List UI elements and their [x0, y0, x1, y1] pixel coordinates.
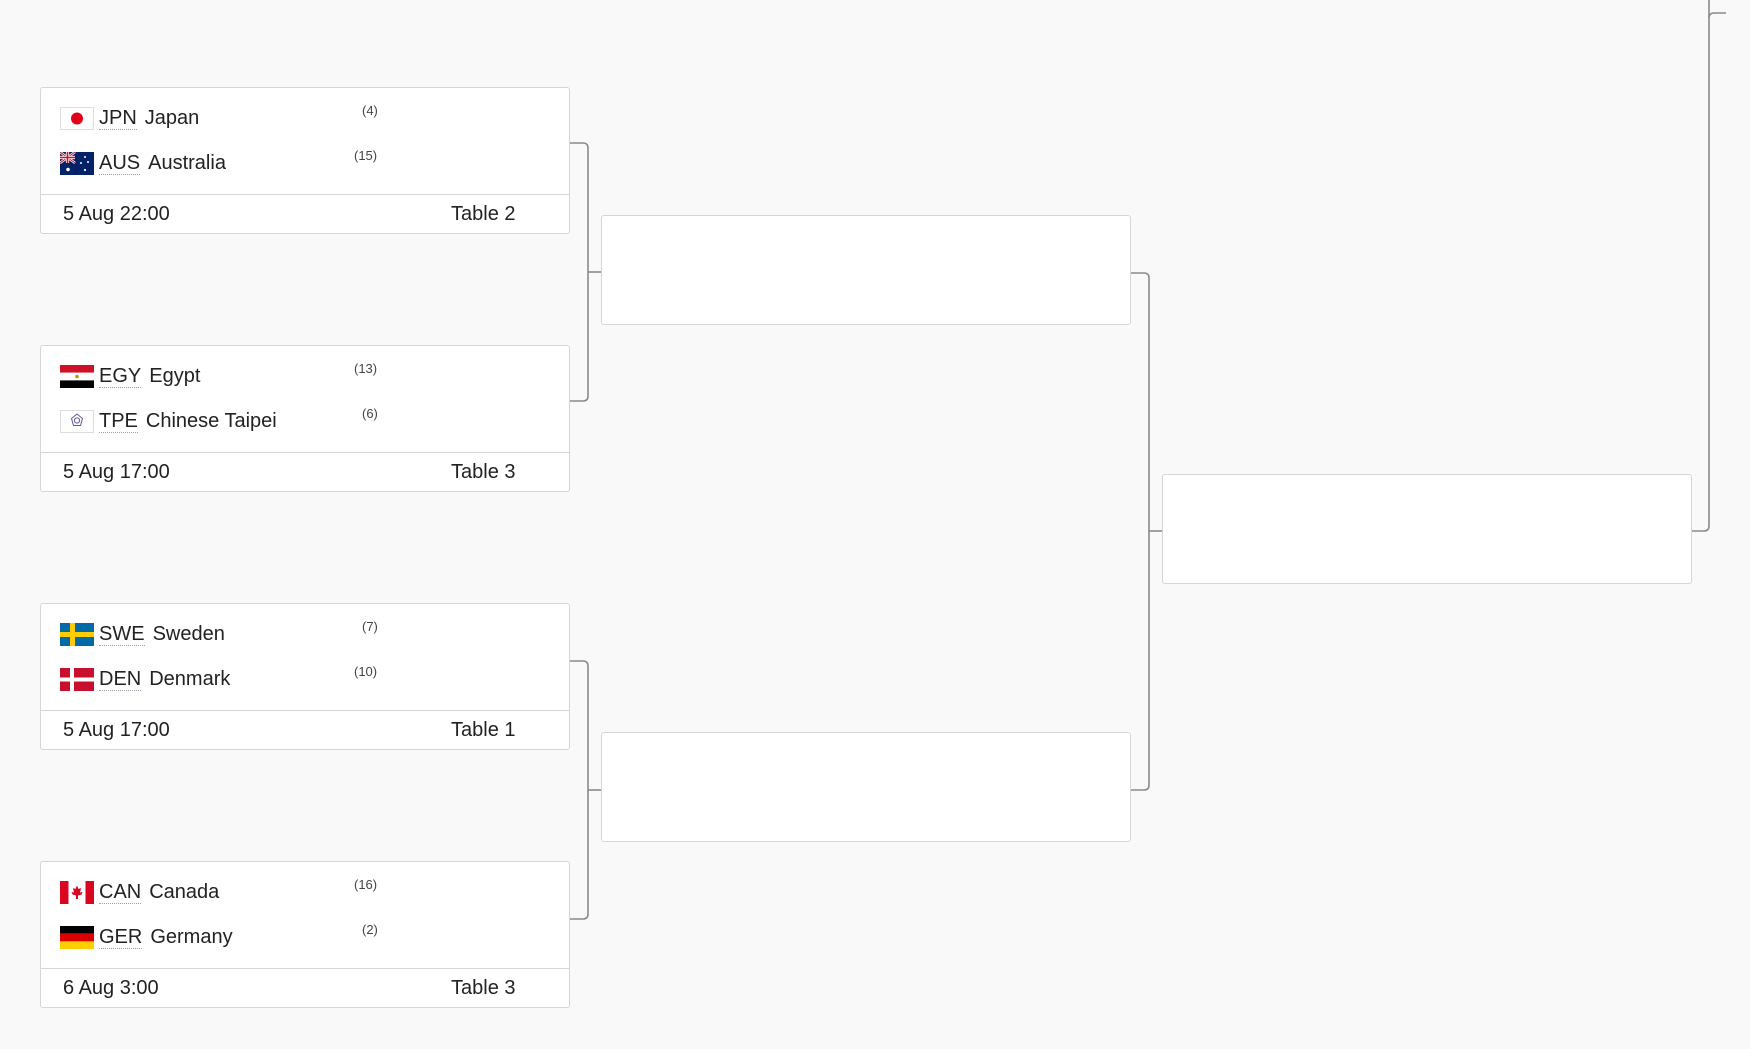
- match-table: Table 2: [451, 203, 516, 225]
- match-table: Table 1: [451, 719, 516, 741]
- match-time: 6 Aug 3:00: [63, 977, 159, 999]
- connector-r1-top: [570, 142, 589, 402]
- match-card-1[interactable]: JPN Japan (4): [40, 87, 570, 234]
- team-seed: (4): [362, 103, 378, 118]
- connector-r1-bottom: [570, 660, 589, 920]
- match-teams: SWE Sweden (7) DEN Denmark (10): [40, 603, 570, 711]
- team-seed: (16): [354, 877, 378, 892]
- team-code[interactable]: CAN: [99, 880, 142, 904]
- match-time: 5 Aug 17:00: [63, 461, 170, 483]
- team-name: Sweden: [152, 623, 225, 645]
- team-name: Egypt: [149, 365, 201, 387]
- team-name: Japan: [144, 107, 200, 129]
- team-seed: (10): [354, 664, 378, 679]
- team-code[interactable]: SWE: [99, 622, 145, 646]
- team-code[interactable]: JPN: [99, 106, 137, 130]
- team-row[interactable]: TPE Chinese Taipei: [60, 409, 277, 433]
- match-info: 5 Aug 17:00 Table 3: [40, 452, 570, 492]
- team-name: Australia: [148, 152, 226, 174]
- match-teams: JPN Japan (4): [40, 87, 570, 195]
- japan-flag-icon: [60, 106, 94, 130]
- match-card-4[interactable]: CAN Canada (16) GER Germany (2) 6 Aug 3:…: [40, 861, 570, 1008]
- team-row[interactable]: EGY Egypt: [60, 364, 200, 388]
- match-table: Table 3: [451, 977, 516, 999]
- australia-flag-icon: [60, 151, 94, 175]
- team-name: Canada: [149, 881, 220, 903]
- team-code[interactable]: GER: [99, 925, 143, 949]
- match-time: 5 Aug 22:00: [63, 203, 170, 225]
- team-row[interactable]: AUS Australia: [60, 151, 226, 175]
- team-seed: (15): [354, 148, 378, 163]
- team-name: Chinese Taipei: [145, 410, 277, 432]
- match-teams: EGY Egypt (13) TPE Chinese Taipei (6): [40, 345, 570, 453]
- egypt-flag-icon: [60, 364, 94, 388]
- team-row[interactable]: CAN Canada: [60, 880, 219, 904]
- connector-r3: [1692, 12, 1726, 532]
- match-table: Table 3: [451, 461, 516, 483]
- match-time: 5 Aug 17:00: [63, 719, 170, 741]
- team-row[interactable]: DEN Denmark: [60, 667, 230, 691]
- team-row[interactable]: SWE Sweden: [60, 622, 225, 646]
- sweden-flag-icon: [60, 622, 94, 646]
- team-seed: (6): [362, 406, 378, 421]
- team-code[interactable]: DEN: [99, 667, 142, 691]
- chinese-taipei-flag-icon: [60, 409, 94, 433]
- match-info: 5 Aug 22:00 Table 2: [40, 194, 570, 234]
- team-name: Germany: [150, 926, 233, 948]
- team-name: Denmark: [149, 668, 231, 690]
- team-row[interactable]: JPN Japan: [60, 106, 199, 130]
- match-teams: CAN Canada (16) GER Germany (2): [40, 861, 570, 969]
- team-seed: (7): [362, 619, 378, 634]
- semifinal-slot-1[interactable]: [601, 215, 1131, 325]
- team-seed: (2): [362, 922, 378, 937]
- final-slot[interactable]: [1162, 474, 1692, 584]
- canada-flag-icon: [60, 880, 94, 904]
- connector-r2: [1131, 272, 1150, 791]
- team-code[interactable]: AUS: [99, 151, 141, 175]
- team-code[interactable]: TPE: [99, 409, 138, 433]
- semifinal-slot-2[interactable]: [601, 732, 1131, 842]
- germany-flag-icon: [60, 925, 94, 949]
- match-card-3[interactable]: SWE Sweden (7) DEN Denmark (10) 5 Aug 17…: [40, 603, 570, 750]
- team-row[interactable]: GER Germany: [60, 925, 233, 949]
- match-info: 5 Aug 17:00 Table 1: [40, 710, 570, 750]
- match-info: 6 Aug 3:00 Table 3: [40, 968, 570, 1008]
- match-card-2[interactable]: EGY Egypt (13) TPE Chinese Taipei (6) 5 …: [40, 345, 570, 492]
- team-code[interactable]: EGY: [99, 364, 142, 388]
- denmark-flag-icon: [60, 667, 94, 691]
- team-seed: (13): [354, 361, 378, 376]
